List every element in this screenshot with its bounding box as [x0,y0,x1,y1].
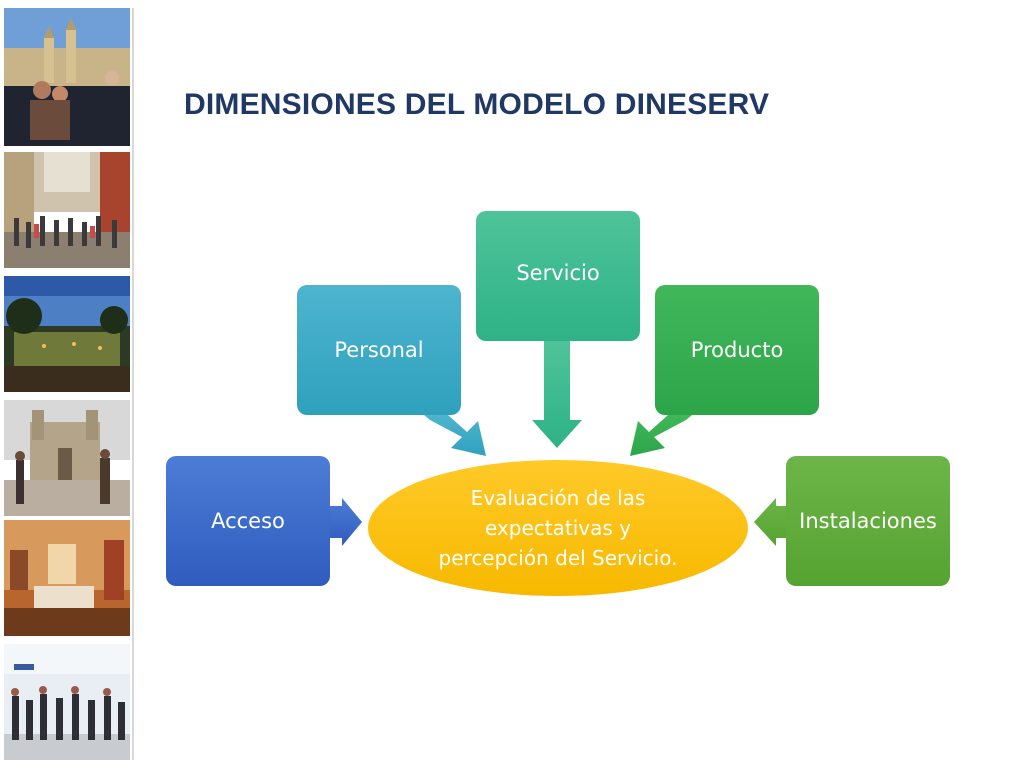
church-plaza-photo [4,400,130,516]
center-line-3: percepción del Servicio. [438,546,678,570]
center-evaluation-ellipse: Evaluación de las expectativas y percepc… [368,460,748,596]
arrow-servicio [532,341,582,448]
center-line-1: Evaluación de las [470,486,646,510]
night-garden-photo [4,276,130,392]
arrow-producto [630,415,692,456]
node-personal: Personal [297,285,461,415]
node-servicio: Servicio [476,211,640,341]
arrow-personal [424,415,486,456]
node-acceso: Acceso [166,456,330,586]
node-producto: Producto [655,285,819,415]
node-instalaciones: Instalaciones [786,456,950,586]
photo-sidebar [0,8,134,760]
pedestrian-street-photo [4,152,130,268]
hotel-room-photo [4,520,130,636]
center-line-2: expectativas y [485,516,631,540]
slide-title: DIMENSIONES DEL MODELO DINESERV [184,88,770,121]
airport-crowd-photo [4,644,130,760]
colonial-cathedral-photo [4,8,130,146]
arrow-instalaciones [754,498,786,546]
arrow-acceso [330,498,362,546]
